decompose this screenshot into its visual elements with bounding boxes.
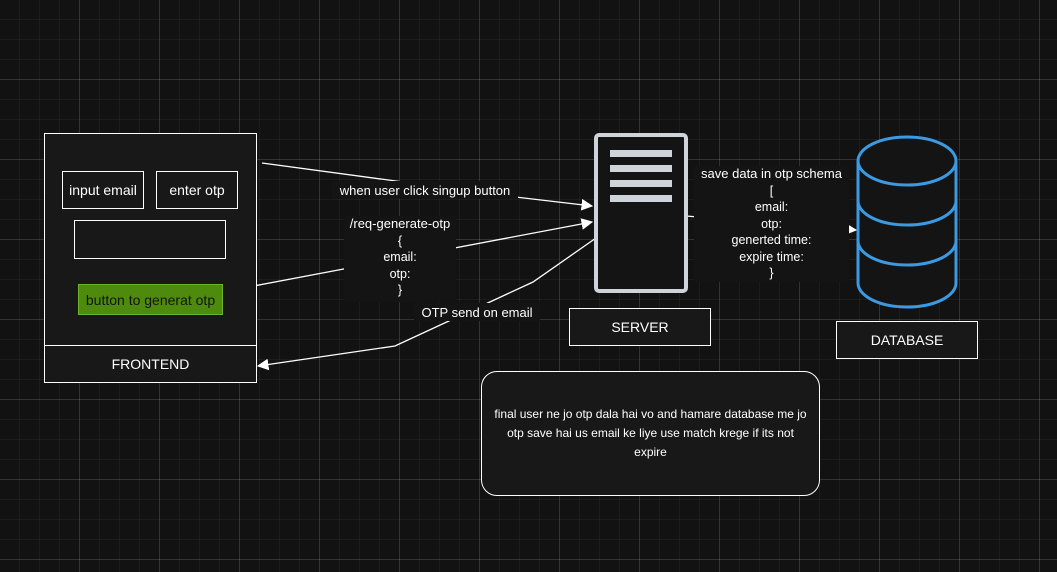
request-email-field: email: (383, 250, 417, 264)
save-open-bracket: [ (769, 183, 774, 198)
database-cylinder-icon (856, 135, 958, 309)
save-edge-label: save data in otp schema [ email: otp: ge… (694, 166, 849, 282)
save-expire-time-field: expire time: (739, 249, 804, 264)
note-box: final user ne jo otp dala hai vo and ham… (481, 371, 820, 496)
request-close-brace: } (397, 283, 403, 297)
save-generated-time-field: generted time: (731, 233, 812, 247)
request-open-brace: { (397, 233, 403, 248)
signup-edge-label: when user click singup button (332, 181, 518, 199)
generate-otp-button[interactable]: button to generat otp (78, 284, 223, 315)
save-email-field: email: (754, 200, 789, 214)
request-edge-label: /req-generate-otp { email: otp: } (344, 216, 456, 302)
request-route: /req-generate-otp (349, 216, 451, 231)
database-label: DATABASE (836, 321, 978, 359)
otp-input-box[interactable] (74, 220, 226, 259)
note-text: final user ne jo otp dala hai vo and ham… (494, 407, 807, 459)
server-label: SERVER (569, 308, 711, 346)
save-otp-field: otp: (761, 216, 782, 231)
save-close-brace: } (769, 266, 774, 280)
save-title: save data in otp schema (701, 166, 842, 181)
enter-otp-field[interactable]: enter otp (156, 171, 238, 209)
frontend-label: FRONTEND (44, 345, 257, 383)
input-email-field[interactable]: input email (62, 171, 144, 209)
server-icon (594, 133, 688, 293)
request-otp-field: otp: (389, 266, 411, 281)
otp-email-edge-label: OTP send on email (414, 303, 540, 321)
